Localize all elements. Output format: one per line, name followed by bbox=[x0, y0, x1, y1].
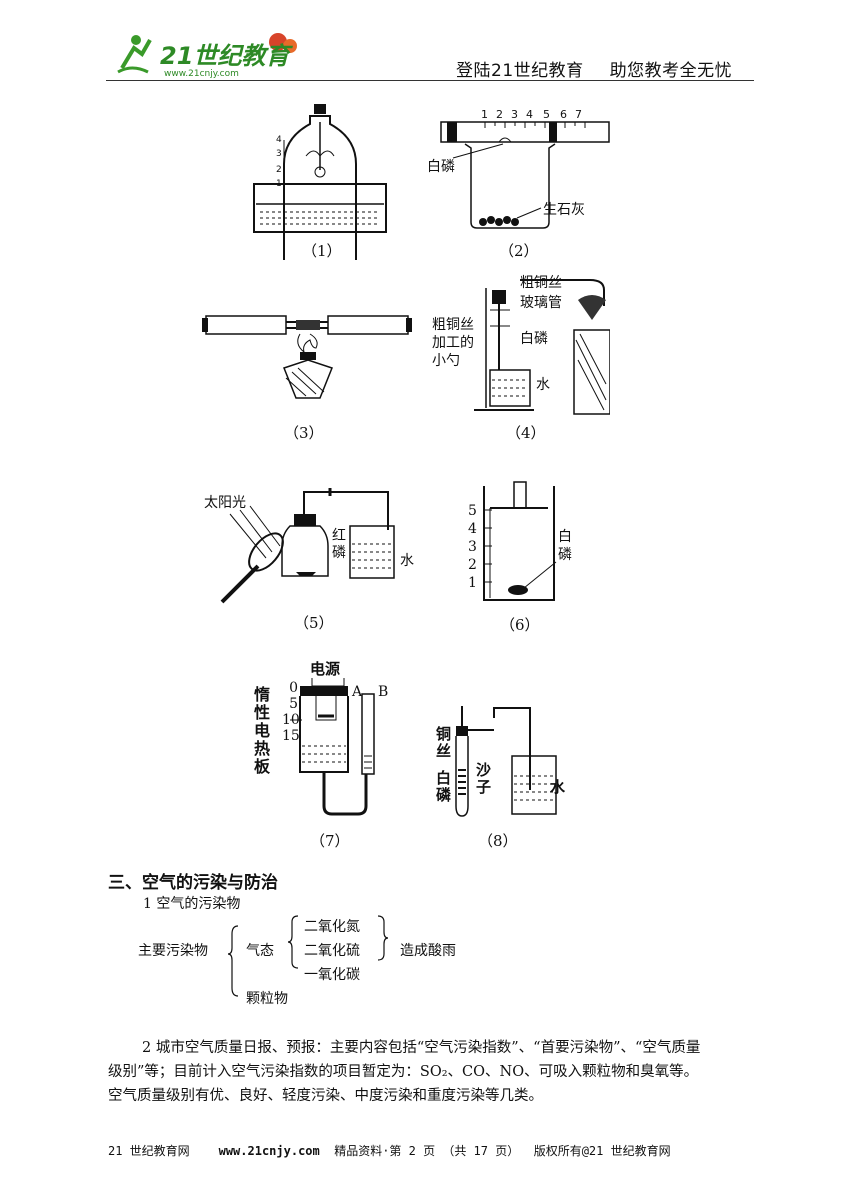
fig6-label-white-p: 白磷 bbox=[558, 529, 572, 563]
fig4-caption: （4） bbox=[506, 424, 546, 442]
fig7-scale: 0 5 10 15 bbox=[282, 680, 300, 744]
figure-3: （3） bbox=[200, 308, 430, 448]
tree-gas-item-2: 二氧化硫 bbox=[304, 943, 360, 959]
tree-gas-item-1: 二氧化氮 bbox=[304, 919, 360, 935]
figure-4: 粗铜丝 玻璃管 粗铜丝加工的小勺 白磷 水 （4） bbox=[430, 270, 611, 450]
fig2-ruler-4: 4 bbox=[526, 108, 533, 121]
slogan-left: 登陆21世纪教育 bbox=[456, 61, 584, 81]
fig7-caption: （7） bbox=[310, 832, 350, 850]
fig1-scale-4: 4 bbox=[276, 135, 282, 145]
fig8-label-white-p: 白磷 bbox=[436, 769, 452, 804]
fig1-scale-2: 2 bbox=[276, 165, 282, 175]
slogan-right: 助您教考全无忧 bbox=[609, 61, 733, 81]
footer: 21 世纪教育网 www.21cnjy.com 精品资料·第 2 页 （共 17… bbox=[108, 1142, 671, 1159]
tree-result: 造成酸雨 bbox=[400, 943, 456, 959]
footer-site: 21 世纪教育网 bbox=[108, 1144, 190, 1158]
fig7-label-power: 电源 bbox=[310, 660, 341, 678]
fig2-caption: （2） bbox=[499, 242, 539, 260]
fig4-label-white-p: 白磷 bbox=[520, 331, 548, 347]
fig4-label-water: 水 bbox=[536, 377, 550, 393]
fig1-caption: （1） bbox=[302, 242, 342, 260]
fig8-label-wire: 铜丝 bbox=[436, 725, 452, 760]
fig7-label-b: B bbox=[378, 684, 389, 700]
subsection-1-title: 1 空气的污染物 bbox=[143, 896, 241, 912]
fig2-ruler-5: 5 bbox=[543, 108, 550, 121]
fig2-ruler-2: 2 bbox=[496, 108, 503, 121]
fig5-label-water: 水 bbox=[400, 553, 414, 569]
figure-8: 铜丝 白磷 沙子 水 （8） bbox=[432, 700, 572, 860]
fig6-scale: 5 4 3 2 1 bbox=[468, 502, 478, 592]
fig8-label-water: 水 bbox=[550, 778, 566, 796]
fig6-scale-5: 5 bbox=[468, 503, 477, 519]
figure-5: 太阳光 红磷 水 （5） bbox=[200, 480, 440, 640]
fig7-label-plate: 惰性电热板 bbox=[254, 685, 271, 776]
figure-2: 1 2 3 4 5 6 7 白磷 生石灰 （2） bbox=[425, 104, 615, 264]
fig6-scale-3: 3 bbox=[468, 539, 477, 555]
fig4-label-wire: 粗铜丝 bbox=[520, 275, 562, 291]
fig7-scale-15: 15 bbox=[282, 728, 300, 744]
logo-icon: 21世纪教育 www.21cnjy.com bbox=[117, 33, 297, 79]
footer-copyright: 版权所有@21 世纪教育网 bbox=[533, 1144, 671, 1158]
fig3-caption: （3） bbox=[284, 424, 324, 442]
fig2-ruler-3: 3 bbox=[511, 108, 518, 121]
fig6-caption: （6） bbox=[500, 616, 540, 634]
fig7-scale-0: 0 bbox=[289, 680, 298, 696]
fig4-label-tube: 玻璃管 bbox=[520, 295, 562, 311]
figure-7: 电源 A B 惰性电热板 0 5 10 15 （7） bbox=[250, 656, 400, 856]
section-title: 三、空气的污染与防治 bbox=[108, 873, 278, 893]
fig2-ruler-7: 7 bbox=[575, 108, 582, 121]
tree-root: 主要污染物 bbox=[138, 943, 208, 959]
logo-url: www.21cnjy.com bbox=[164, 69, 239, 79]
fig7-scale-5: 5 bbox=[289, 696, 298, 712]
fig1-scale-3: 3 bbox=[276, 149, 282, 159]
fig5-label-red-p: 红磷 bbox=[332, 528, 346, 561]
fig6-scale-4: 4 bbox=[468, 521, 477, 537]
fig8-label-sand: 沙子 bbox=[476, 761, 492, 796]
fig2-ruler-1: 1 bbox=[481, 108, 488, 121]
tree-particle: 颗粒物 bbox=[246, 991, 288, 1007]
fig8-caption: （8） bbox=[478, 832, 518, 850]
paragraph-2-line-1: 2 城市空气质量日报、预报：主要内容包括“空气污染指数”、“首要污染物”、“空气… bbox=[142, 1040, 701, 1056]
footer-url[interactable]: www.21cnjy.com bbox=[218, 1144, 320, 1158]
paragraph-2-line-3: 空气质量级别有优、良好、轻度污染、中度污染和重度污染等几类。 bbox=[108, 1088, 543, 1104]
fig2-label-white-p: 白磷 bbox=[427, 159, 455, 175]
figure-1: 4 3 2 1 （1） bbox=[250, 100, 390, 275]
footer-page-info: 精品资料·第 2 页 （共 17 页） bbox=[334, 1144, 520, 1158]
fig2-ruler-6: 6 bbox=[560, 108, 567, 121]
fig7-label-a: A bbox=[352, 684, 363, 700]
pollutant-tree: 主要污染物 气态 二氧化氮 二氧化硫 一氧化碳 造成酸雨 颗粒物 bbox=[138, 912, 478, 1012]
fig2-label-lime: 生石灰 bbox=[543, 202, 585, 218]
fig5-caption: （5） bbox=[294, 614, 334, 632]
header-logo: 21世纪教育 www.21cnjy.com bbox=[112, 28, 302, 80]
fig1-scale-1: 1 bbox=[276, 179, 282, 189]
fig6-scale-1: 1 bbox=[468, 575, 477, 591]
header-slogan: 登陆21世纪教育 助您教考全无忧 bbox=[456, 56, 732, 81]
fig6-scale-2: 2 bbox=[468, 557, 477, 573]
logo-text: 21世纪教育 bbox=[160, 42, 293, 70]
figure-6: 5 4 3 2 1 白磷 （6） bbox=[460, 478, 580, 638]
header-divider bbox=[106, 80, 754, 81]
fig4-label-spoon: 粗铜丝加工的小勺 bbox=[432, 317, 474, 369]
fig5-label-sun: 太阳光 bbox=[204, 495, 246, 511]
tree-gas: 气态 bbox=[246, 943, 274, 959]
paragraph-2-line-2: 级别”等；目前计入空气污染指数的项目暂定为：SO₂、CO、NO、可吸入颗粒物和臭… bbox=[108, 1064, 699, 1080]
fig7-scale-10: 10 bbox=[282, 712, 300, 728]
tree-gas-item-3: 一氧化碳 bbox=[304, 967, 360, 983]
